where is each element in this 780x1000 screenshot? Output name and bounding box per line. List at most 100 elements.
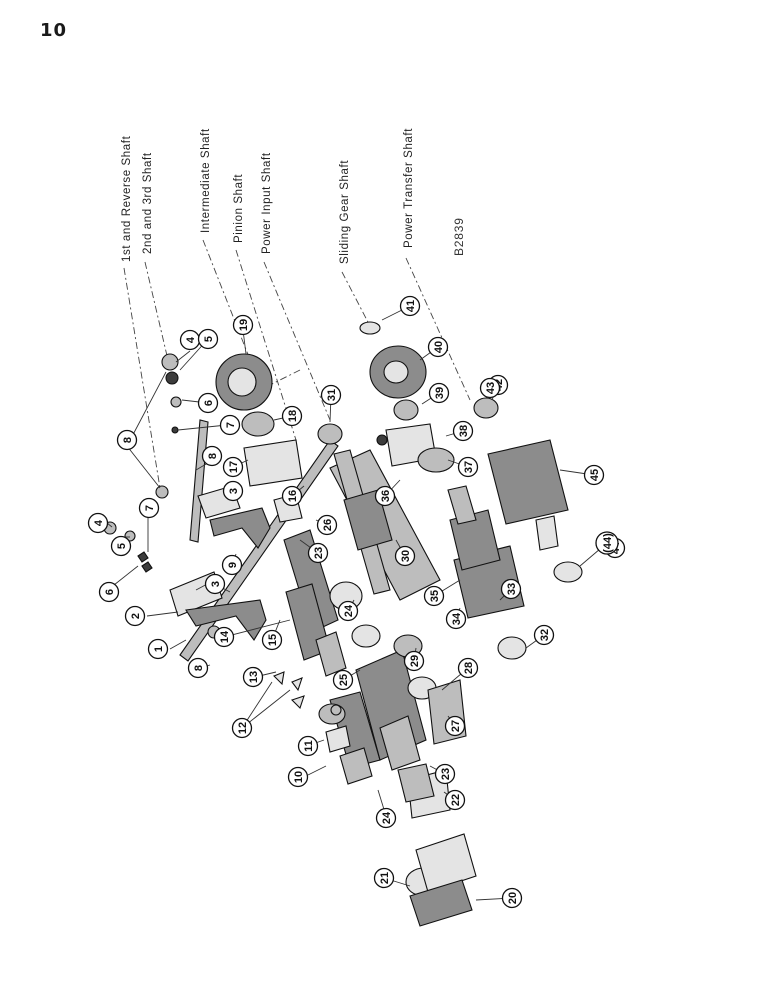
callout-number: 25 <box>338 674 350 686</box>
callout-circle <box>204 573 226 595</box>
callout-number: 12 <box>237 722 249 734</box>
callout-16: 16 <box>281 485 303 507</box>
callout-circle <box>320 384 342 406</box>
callout-17: 17 <box>222 456 244 478</box>
callout-number: 14 <box>219 630 231 643</box>
callout-number: 30 <box>400 550 412 562</box>
callout-37: 37 <box>457 456 479 478</box>
callout-circle <box>197 392 219 414</box>
callout-circle <box>501 887 523 909</box>
callout-circle <box>444 789 466 811</box>
callout-circle <box>187 657 209 679</box>
callout-7: 7 <box>219 414 241 436</box>
callout-number: 32 <box>539 629 551 641</box>
callout-number: 9 <box>227 562 239 568</box>
callout-circle <box>403 650 425 672</box>
callout-circle <box>98 581 120 603</box>
callout-number: 20 <box>507 892 519 904</box>
callout-circle <box>201 445 223 467</box>
callout-number: 3 <box>210 581 222 587</box>
callout-number: 18 <box>287 410 299 422</box>
callout-number: 36 <box>380 490 392 502</box>
callout-number: 21 <box>379 872 391 884</box>
callout-34: 34 <box>445 608 467 630</box>
callout-number: 22 <box>450 794 462 806</box>
callout-39: 39 <box>428 382 450 404</box>
callout-10: 10 <box>287 766 309 788</box>
callout-circle <box>87 512 109 534</box>
callout-number: 6 <box>203 400 215 406</box>
callout-circle <box>222 480 244 502</box>
callout-number: 6 <box>104 589 116 595</box>
callout-35: 35 <box>423 585 445 607</box>
label-1st-reverse-shaft: 1st and Reverse Shaft <box>121 135 133 262</box>
callout-circle <box>457 657 479 679</box>
label-intermediate-shaft: Intermediate Shaft <box>200 128 212 233</box>
callout-circle <box>242 666 264 688</box>
page-number: 10 <box>40 20 68 41</box>
callout-33: 33 <box>500 578 522 600</box>
callout-11: 11 <box>297 735 319 757</box>
callout-45: 45 <box>583 464 605 486</box>
callout-number: 7 <box>225 422 237 428</box>
callout-circle <box>307 542 329 564</box>
callout-circle <box>232 314 254 336</box>
callout-number: 43 <box>485 382 497 394</box>
callout-number: 17 <box>228 461 240 473</box>
callout-circle <box>427 336 449 358</box>
label-power-input-shaft: Power Input Shaft <box>261 152 273 254</box>
callout-circle <box>479 377 501 399</box>
callout-32: 32 <box>533 624 555 646</box>
callout-27: 27 <box>444 715 466 737</box>
callout-number: 24 <box>381 811 393 824</box>
callout-29: 29 <box>403 650 425 672</box>
callout-3: 3 <box>204 573 226 595</box>
callout-number: 4 <box>185 336 197 343</box>
callout-circle <box>213 626 235 648</box>
callout-number: 19 <box>238 319 250 331</box>
callout-number: 2 <box>130 613 142 619</box>
label-pinion-shaft: Pinion Shaft <box>233 174 245 243</box>
callout-18: 18 <box>281 405 303 427</box>
callout-number: 13 <box>248 671 260 683</box>
label-2nd-3rd-shaft: 2nd and 3rd Shaft <box>142 152 154 254</box>
callout-6: 6 <box>197 392 219 414</box>
callout-44: (44) <box>595 531 619 555</box>
callout-circle <box>394 545 416 567</box>
callout-number: 34 <box>451 612 463 625</box>
power-transfer-shaft <box>405 397 583 927</box>
callout-23: 23 <box>434 763 456 785</box>
callout-8: 8 <box>187 657 209 679</box>
callout-number: 33 <box>506 583 518 595</box>
callout-circle <box>124 605 146 627</box>
callout-30: 30 <box>394 545 416 567</box>
callout-number: 16 <box>287 490 299 502</box>
callout-40: 40 <box>427 336 449 358</box>
callout-13: 13 <box>242 666 264 688</box>
callout-circle <box>221 554 243 576</box>
sliding-gear-shaft <box>317 321 467 819</box>
callout-circle <box>287 766 309 788</box>
covers-and-small-parts <box>273 671 373 785</box>
callout-number: 5 <box>116 543 128 549</box>
callout-number: 38 <box>458 425 470 437</box>
callout-circle <box>434 763 456 785</box>
callout-circle <box>281 405 303 427</box>
callout-3: 3 <box>222 480 244 502</box>
callout-circle <box>373 867 395 889</box>
callout-8: 8 <box>116 429 138 451</box>
callout-circle <box>423 585 445 607</box>
callout-31: 31 <box>320 384 342 406</box>
callout-28: 28 <box>457 657 479 679</box>
callout-number: 4 <box>93 519 105 526</box>
callout-circle <box>147 638 169 660</box>
callout-24: 24 <box>337 600 359 622</box>
callout-circle <box>399 295 421 317</box>
callout-circle <box>444 715 466 737</box>
callout-circle <box>500 578 522 600</box>
callout-20: 20 <box>501 887 523 909</box>
callout-number: 5 <box>203 336 215 342</box>
callout-7: 7 <box>138 497 160 519</box>
callout-number: 24 <box>343 604 355 617</box>
